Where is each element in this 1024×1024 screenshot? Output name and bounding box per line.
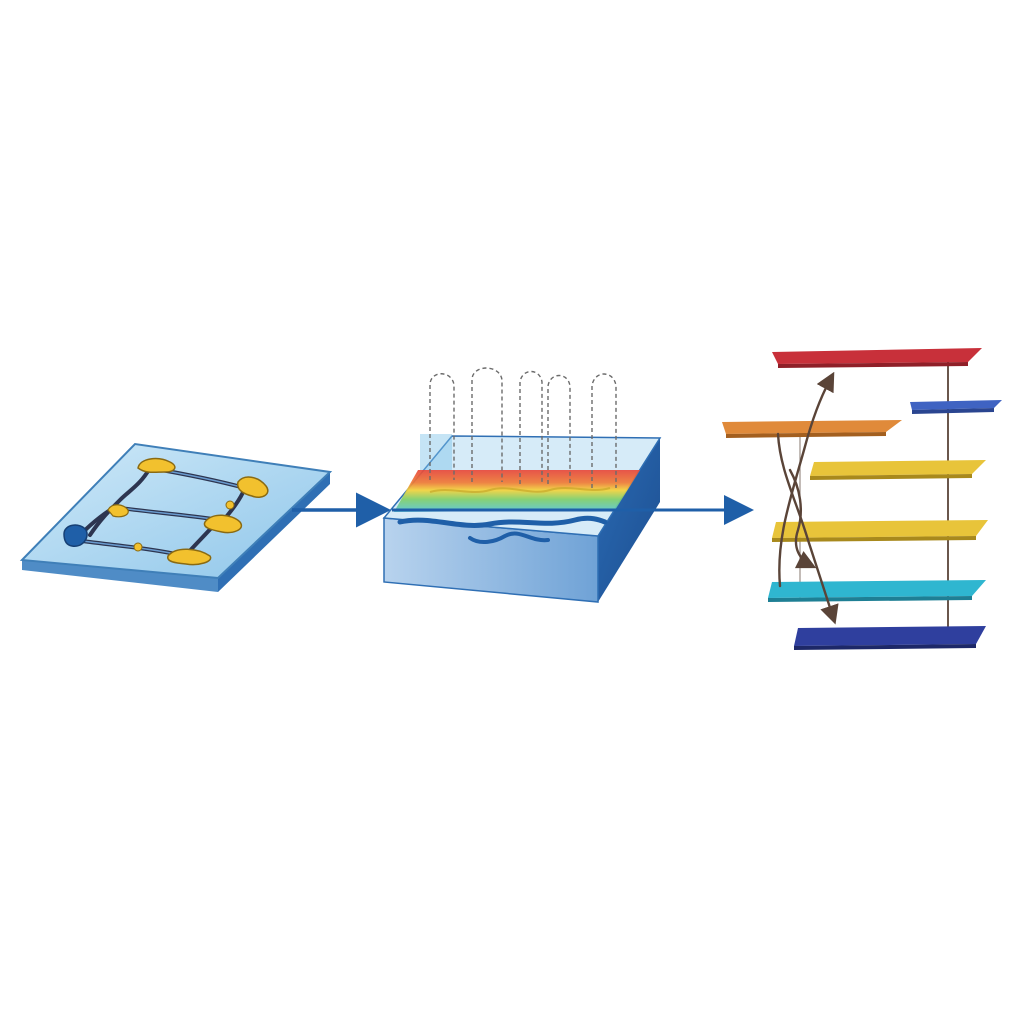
band-texture [429,487,611,493]
stream-2 [468,531,550,545]
node-left-mid [107,504,129,518]
layer-red [772,348,982,368]
block-side-face [598,438,660,602]
network-plate [19,442,333,592]
layer-navy [794,626,986,650]
rising-dashed-loops [429,367,617,488]
node-middle [203,514,243,534]
plate-edge [22,560,218,592]
layer-blue-small [910,400,1002,414]
translucent-panel [420,434,452,470]
cross-arrow-loop [788,468,817,569]
node-top-right [236,476,269,498]
layer-yellow-upper [810,460,986,480]
plate-side [218,472,330,592]
stream-1 [397,515,608,528]
node-top-left [137,457,176,474]
network-nodes [63,457,269,566]
node-left-hook [63,524,88,547]
node-bottom-right [167,548,212,566]
cross-arrow-up [778,371,835,588]
cross-arrows [776,371,839,625]
stacked-layers [722,348,1002,650]
cross-arrow-down [776,432,839,625]
layer-cyan [768,580,986,602]
layered-block [382,367,662,603]
layer-yellow-lower [772,520,988,542]
color-bands [394,470,640,512]
